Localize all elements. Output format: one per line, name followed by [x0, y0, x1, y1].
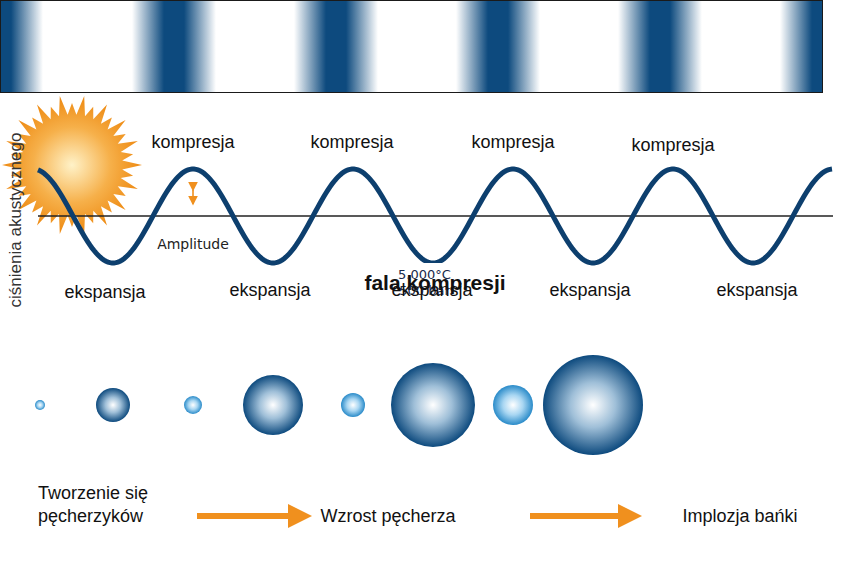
phase-label: ekspansja: [549, 280, 630, 301]
bubble: [341, 393, 365, 417]
stage-label: Tworzenie się pęcherzyków: [38, 482, 178, 529]
bubble: [35, 400, 45, 410]
process-arrow: [530, 513, 630, 519]
phase-label: ekspansja: [391, 280, 472, 301]
phase-label: kompresja: [310, 132, 393, 153]
stage-label: Wzrost pęcherza: [320, 506, 455, 527]
phase-label: kompresja: [151, 132, 234, 153]
phase-label: ekspansja: [716, 280, 797, 301]
bubble: [184, 396, 202, 414]
process-arrow: [197, 513, 300, 519]
phase-label: ekspansja: [229, 280, 310, 301]
pressure-wave: [38, 169, 832, 263]
axis-label: ciśnienia akustycznego: [6, 133, 26, 308]
amplitude-label: Amplitude: [155, 236, 231, 252]
compression-band: fala kompresji: [0, 0, 823, 93]
bubble: [543, 355, 643, 455]
amplitude-arrow: [192, 190, 194, 204]
phase-label: kompresja: [471, 132, 554, 153]
stage-label: Implozja bańki: [682, 506, 797, 527]
bubble: [391, 363, 475, 447]
bubble: [96, 388, 130, 422]
bubble: [493, 385, 533, 425]
phase-label: ekspansja: [64, 282, 145, 303]
phase-label: kompresja: [631, 135, 714, 156]
bubble: [243, 375, 303, 435]
